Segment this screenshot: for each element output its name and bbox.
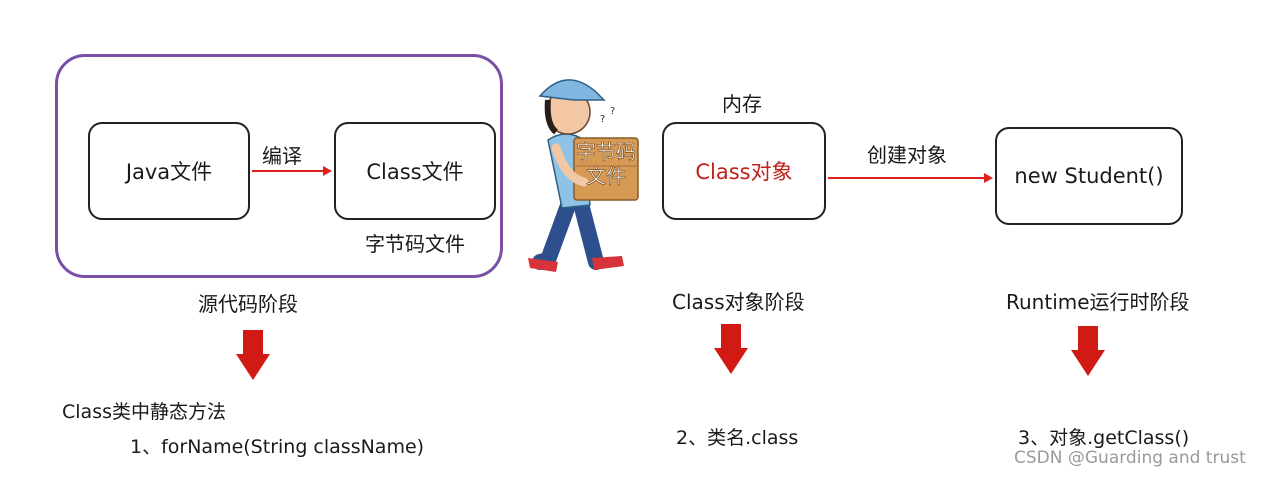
courier-cap (538, 79, 606, 101)
courier-leg-back (532, 192, 578, 270)
create-arrow-head (984, 173, 993, 183)
parcel-text-line2: 文件 (586, 164, 627, 189)
down-arrow-stage3 (1071, 326, 1105, 376)
class-object-stage-label: Class对象阶段 (672, 290, 805, 314)
compile-arrow-head (323, 166, 332, 176)
down-arrow-stage1 (236, 330, 270, 380)
confusion-mark-2: ? (610, 106, 615, 117)
class-object-label: Class对象 (695, 160, 793, 184)
class-object-box: Class对象 (662, 122, 826, 220)
csdn-watermark: CSDN @Guarding and trust (1014, 448, 1246, 468)
compile-edge-label: 编译 (262, 144, 302, 168)
courier-shoe-front (592, 256, 624, 270)
method-getclass: 3、对象.getClass() (1018, 427, 1190, 449)
new-student-label: new Student() (1014, 164, 1164, 188)
java-file-label: Java文件 (125, 160, 213, 184)
courier-shoe-back (528, 258, 558, 272)
java-file-box: Java文件 (88, 122, 250, 220)
confusion-mark-1: ? (600, 114, 605, 125)
source-stage-label: 源代码阶段 (198, 292, 298, 316)
parcel-text-line1: 字节码 (576, 140, 637, 165)
method-forname: 1、forName(String className) (130, 436, 425, 458)
runtime-stage-label: Runtime运行时阶段 (1006, 290, 1190, 314)
memory-caption: 内存 (722, 92, 762, 116)
method-class-literal: 2、类名.class (676, 427, 799, 449)
down-arrow-stage2 (714, 324, 748, 374)
class-file-box: Class文件 (334, 122, 496, 220)
parcel-box (573, 137, 639, 201)
parcel-text: 字节码 文件 (574, 140, 638, 189)
class-file-label: Class文件 (366, 160, 464, 184)
courier-arm (551, 143, 589, 187)
courier-hair (544, 99, 559, 135)
static-method-title: Class类中静态方法 (62, 401, 226, 423)
new-student-box: new Student() (995, 127, 1183, 225)
create-object-edge-label: 创建对象 (867, 143, 947, 167)
source-stage-frame (55, 54, 503, 278)
courier-leg-front (572, 192, 604, 270)
bytecode-file-caption: 字节码文件 (365, 232, 465, 256)
